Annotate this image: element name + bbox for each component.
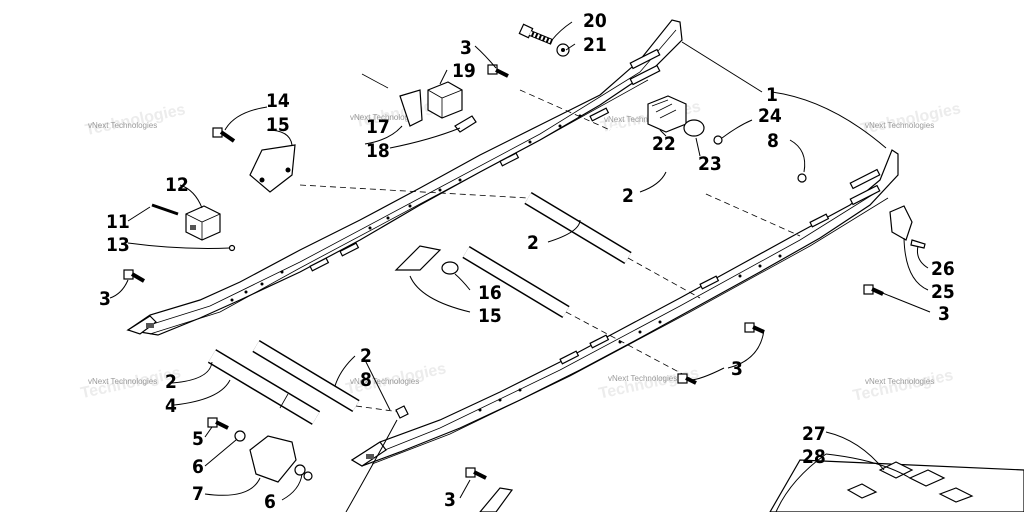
nut-8 <box>797 173 807 183</box>
svg-text:Technologies: Technologies <box>597 365 700 403</box>
spacer-23 <box>683 119 705 137</box>
callout-2: 2 <box>165 371 177 393</box>
watermark: vNext Technologies <box>350 113 419 122</box>
callout-16: 16 <box>478 282 502 304</box>
block-12 <box>185 205 221 241</box>
left-slide-rail <box>126 19 683 336</box>
track-27-28 <box>769 459 1024 512</box>
callout-6: 6 <box>192 456 204 478</box>
bolt-11 <box>151 203 179 216</box>
washer-6 <box>303 471 313 481</box>
callout-12: 12 <box>165 174 189 196</box>
bolt-3-top <box>487 64 509 78</box>
watermark: vNext Technologies <box>350 377 419 386</box>
rail-slots <box>559 168 881 365</box>
callout-3: 3 <box>731 358 743 380</box>
callout-19: 19 <box>452 60 476 82</box>
callout-2: 2 <box>622 185 634 207</box>
hardware <box>123 23 1024 512</box>
callout-28: 28 <box>802 446 826 468</box>
rail-slots <box>309 48 661 272</box>
watermark: vNext Technologies <box>88 377 157 386</box>
callout-17: 17 <box>366 116 390 138</box>
watermark: vNext Technologies <box>865 377 934 386</box>
spacer-16 <box>441 261 459 275</box>
bolt-18 <box>454 115 477 133</box>
bolt-26 <box>910 239 926 249</box>
cross-shaft <box>462 245 570 319</box>
cross-shafts <box>207 89 801 425</box>
bolt-3 <box>863 284 874 295</box>
callout-4: 4 <box>165 395 177 417</box>
cross-shaft <box>606 125 710 199</box>
watermark: vNext Technologies <box>88 121 157 130</box>
callout-15: 15 <box>478 305 502 327</box>
bracket-15-mid <box>394 245 442 271</box>
watermark: vNext Technologies <box>604 115 673 124</box>
svg-text:Technologies: Technologies <box>859 100 962 138</box>
callout-13: 13 <box>106 234 130 256</box>
nut-13 <box>228 244 236 252</box>
callout-2: 2 <box>527 232 539 254</box>
callout-3: 3 <box>99 288 111 310</box>
clip-17 <box>399 89 423 127</box>
callout-5: 5 <box>192 428 204 450</box>
bolt-3 <box>465 467 476 478</box>
bumper-7 <box>249 435 297 483</box>
callout-15: 15 <box>266 114 290 136</box>
callout-23: 23 <box>698 153 722 175</box>
nut-8-bottom <box>395 405 409 419</box>
leader-lines <box>109 21 931 512</box>
callout-11: 11 <box>106 211 130 233</box>
callout-3: 3 <box>938 303 950 325</box>
callout-25: 25 <box>931 281 955 303</box>
watermark: vNext Technologies <box>608 374 677 383</box>
right-slide-rail <box>350 149 899 467</box>
callout-21: 21 <box>583 34 607 56</box>
callout-27: 27 <box>802 423 826 445</box>
block-22 <box>647 95 687 133</box>
callout-8: 8 <box>360 369 372 391</box>
cross-shaft <box>252 339 360 413</box>
bolt-14 <box>212 127 236 143</box>
callout-20: 20 <box>583 10 607 32</box>
bolt-3 <box>744 322 755 333</box>
cross-shaft <box>524 191 632 265</box>
cross-shaft-with-sleeve <box>207 349 321 425</box>
nut-24 <box>713 135 723 145</box>
watermark: vNext Technologies <box>865 121 934 130</box>
bolt-3 <box>123 269 134 280</box>
callout-labels: 20 21 3 19 1 14 15 17 18 24 22 8 23 12 2… <box>99 10 955 512</box>
washer-6 <box>234 430 246 442</box>
washer-6 <box>294 464 306 476</box>
callout-1: 1 <box>766 84 778 106</box>
bolt-3 <box>677 373 688 384</box>
callout-8: 8 <box>767 130 779 152</box>
callout-2: 2 <box>360 345 372 367</box>
rail-end-bottom <box>479 487 514 512</box>
bolt-20 <box>518 23 554 45</box>
callout-3: 3 <box>444 489 456 511</box>
callout-7: 7 <box>192 483 204 505</box>
callout-3: 3 <box>460 37 472 59</box>
callout-22: 22 <box>652 133 676 155</box>
callout-6: 6 <box>264 491 276 512</box>
callout-26: 26 <box>931 258 955 280</box>
bracket-25 <box>889 205 913 241</box>
callout-18: 18 <box>366 140 390 162</box>
bolt-5 <box>207 417 218 428</box>
callout-24: 24 <box>758 105 782 127</box>
callout-14: 14 <box>266 90 290 112</box>
block-19 <box>427 81 463 119</box>
